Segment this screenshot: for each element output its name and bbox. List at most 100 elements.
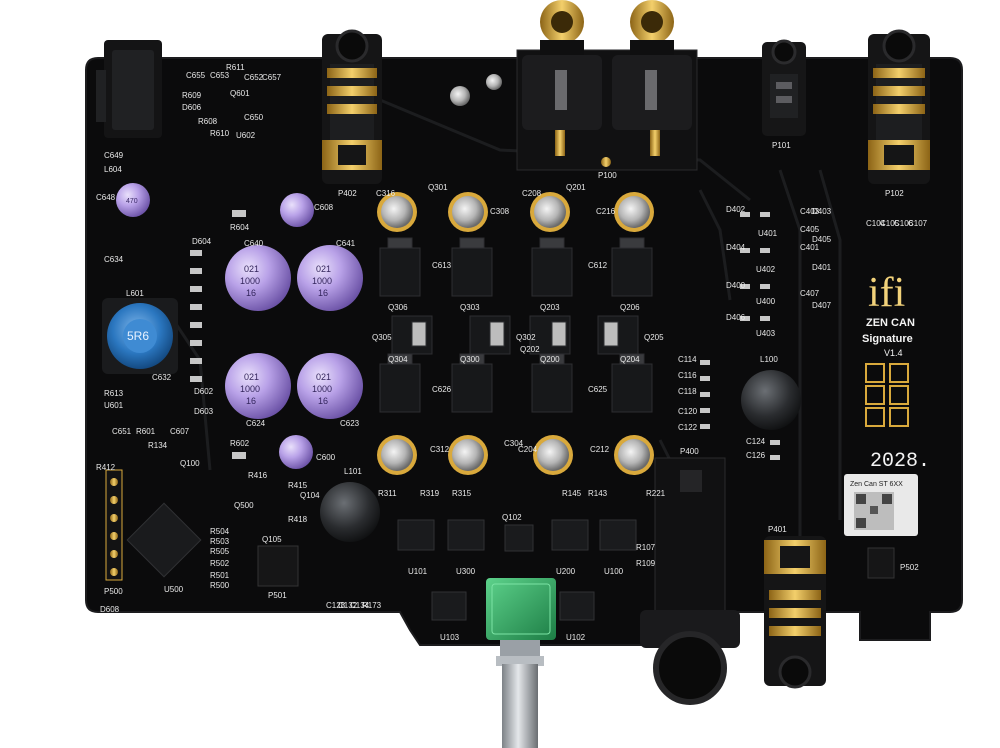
label-q205: Q205 xyxy=(644,333,664,342)
capacitor-small xyxy=(280,193,314,227)
label-c626: C626 xyxy=(432,385,452,394)
serial-number: 2028. xyxy=(870,450,930,473)
label-c640: C640 xyxy=(244,239,264,248)
small-capacitors: 470 xyxy=(116,183,314,469)
headphone-jack-p400 xyxy=(640,457,740,705)
label-r609: R609 xyxy=(182,91,202,100)
label-c624: C624 xyxy=(246,419,266,428)
board-version: V1.4 xyxy=(884,348,903,358)
label-r416: R416 xyxy=(248,471,268,480)
label-l601: L601 xyxy=(126,289,144,298)
label-c608: C608 xyxy=(314,203,334,212)
label-p100: P100 xyxy=(598,171,617,180)
label-r107: R107 xyxy=(636,543,656,552)
label-c653: C653 xyxy=(210,71,230,80)
label-p102: P102 xyxy=(885,189,904,198)
label-p101: P101 xyxy=(772,141,791,150)
label-u200: U200 xyxy=(556,567,576,576)
label-r418: R418 xyxy=(288,515,308,524)
label-r502: R502 xyxy=(210,559,230,568)
headphone-jack-p401 xyxy=(764,536,826,689)
label-r610: R610 xyxy=(210,129,230,138)
header-pins-p502 xyxy=(867,547,895,579)
label-q100: Q100 xyxy=(180,459,200,468)
label-q300: Q300 xyxy=(460,355,480,364)
label-r134: R134 xyxy=(148,441,168,450)
label-c134: C134 xyxy=(350,601,370,610)
label-r611: R611 xyxy=(226,63,245,72)
inductor-l101 xyxy=(320,482,380,542)
label-p502: P502 xyxy=(900,563,919,572)
label-u300: U300 xyxy=(456,567,476,576)
label-r143: R143 xyxy=(588,489,608,498)
label-r109: R109 xyxy=(636,559,656,568)
model-name: ZEN CAN xyxy=(866,317,915,329)
label-q201: Q201 xyxy=(566,183,586,192)
label-c124: C124 xyxy=(746,437,766,446)
label-c216: C216 xyxy=(596,207,616,216)
rca-input-jacks-p100 xyxy=(516,0,698,171)
label-q500: Q500 xyxy=(234,501,254,510)
label-c114: C114 xyxy=(678,355,697,364)
label-c607: C607 xyxy=(170,427,190,436)
label-c632: C632 xyxy=(152,373,172,382)
cap-value-label: 470 xyxy=(126,198,138,205)
label-c106: C106 xyxy=(894,219,914,228)
label-r315: R315 xyxy=(452,489,472,498)
label-d402: D402 xyxy=(726,205,746,214)
label-c652: C652 xyxy=(244,73,264,82)
inductor-l601: 5R6 xyxy=(102,298,178,374)
label-c623: C623 xyxy=(340,419,360,428)
label-d608: D608 xyxy=(100,605,120,614)
label-c650: C650 xyxy=(244,113,264,122)
label-r145: R145 xyxy=(562,489,582,498)
label-c116: C116 xyxy=(678,371,697,380)
label-c655: C655 xyxy=(186,71,206,80)
label-c132: C132 xyxy=(338,601,358,610)
label-c405: C405 xyxy=(800,225,820,234)
label-u400: U400 xyxy=(756,297,776,306)
label-r173: R173 xyxy=(362,601,382,610)
inductor-l100 xyxy=(741,370,801,430)
capacitor-large: 021 1000 16 xyxy=(225,353,291,419)
label-d400: D400 xyxy=(726,281,746,290)
label-u601: U601 xyxy=(104,401,124,410)
header-pins-p501 xyxy=(257,545,299,587)
model-variant: Signature xyxy=(862,333,913,345)
qr-sticker: Zen Can ST 6XX xyxy=(844,474,918,536)
label-q206: Q206 xyxy=(620,303,640,312)
transistors xyxy=(379,237,653,413)
label-r613: R613 xyxy=(104,389,124,398)
mounting-screws xyxy=(450,74,502,106)
label-r221: R221 xyxy=(646,489,666,498)
dc-power-jack xyxy=(96,40,162,138)
label-q102: Q102 xyxy=(502,513,522,522)
cap-mark-3: 16 xyxy=(246,396,256,406)
cap-mark-2: 1000 xyxy=(312,384,332,394)
label-r601: R601 xyxy=(136,427,156,436)
inductor-code: 5R6 xyxy=(127,329,149,343)
label-r412: R412 xyxy=(96,463,116,472)
label-c120: C120 xyxy=(678,407,698,416)
label-c107: C107 xyxy=(908,219,928,228)
label-c204: C204 xyxy=(518,445,538,454)
label-c648: C648 xyxy=(96,193,116,202)
cap-mark-2: 1000 xyxy=(240,276,260,286)
label-q104: Q104 xyxy=(300,491,320,500)
label-c118: C118 xyxy=(678,387,697,396)
signal-capacitors xyxy=(377,192,654,475)
label-c104: C104 xyxy=(866,219,886,228)
label-r319: R319 xyxy=(420,489,440,498)
label-l101: L101 xyxy=(344,467,362,476)
label-q601: Q601 xyxy=(230,89,250,98)
label-c649: C649 xyxy=(104,151,124,160)
label-q303: Q303 xyxy=(460,303,480,312)
label-u103: U103 xyxy=(440,633,460,642)
label-r602: R602 xyxy=(230,439,250,448)
label-r415: R415 xyxy=(288,481,308,490)
label-c600: C600 xyxy=(316,453,336,462)
cap-mark-3: 16 xyxy=(318,396,328,406)
label-d406: D406 xyxy=(726,313,746,322)
label-d403: D403 xyxy=(812,207,832,216)
